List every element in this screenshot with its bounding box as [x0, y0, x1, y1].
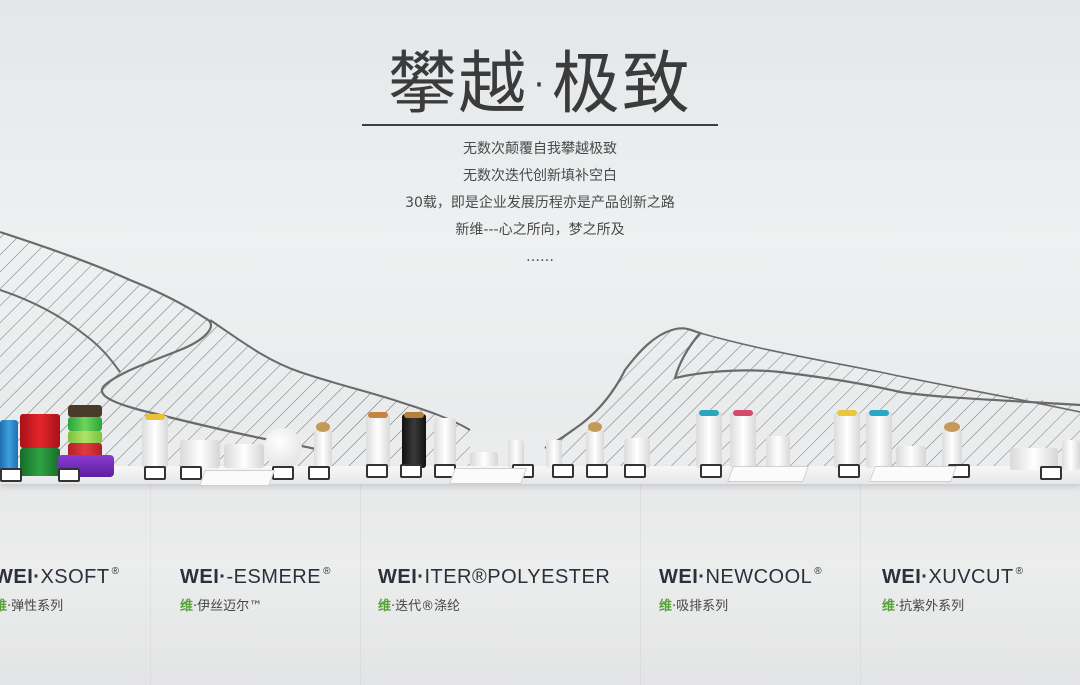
- yarn-spool-white: [896, 446, 926, 466]
- yarn-spool-red: [20, 414, 60, 476]
- yarn-spool-white: [224, 444, 264, 468]
- yarn-sample-small: [546, 440, 562, 468]
- yarn-spool-white: [834, 410, 860, 468]
- yarn-spool-white: [696, 410, 722, 468]
- brand-name: WEI·ITER®POLYESTER: [378, 566, 611, 588]
- label-tag: [552, 464, 574, 478]
- left-mountain-outline: [0, 289, 471, 431]
- label-tag: [144, 466, 166, 480]
- brand-xsoft: WEI·XSOFT® 维·弹性系列: [0, 566, 119, 614]
- yarn-spool-white: [730, 410, 756, 468]
- yarn-spool-white: [1010, 448, 1058, 470]
- poem-line-2: 无数次迭代创新填补空白: [463, 168, 617, 184]
- yarn-spool: [0, 420, 18, 472]
- brand-subtitle: 维·伊丝迈尔™: [180, 599, 263, 614]
- brand-name: WEI·XSOFT®: [0, 566, 120, 588]
- fabric-fold: [860, 484, 861, 685]
- label-tag: [586, 464, 608, 478]
- yarn-sample-display: [0, 405, 1080, 486]
- label-tag: [624, 464, 646, 478]
- yarn-spool-white: [314, 422, 332, 468]
- fabric-fold: [640, 484, 641, 685]
- brand-subtitle: 维·吸排系列: [659, 599, 729, 614]
- yarn-sample-small: [508, 440, 524, 468]
- fabric-fold: [360, 484, 361, 685]
- brand-xuvcut: WEI·XUVCUT® 维·抗紫外系列: [882, 566, 1024, 614]
- brand-name: WEI·NEWCOOL®: [659, 566, 823, 588]
- right-mountain-ridge: [544, 327, 1080, 449]
- info-card: [727, 466, 809, 482]
- yarn-spool-white: [142, 414, 168, 468]
- yarn-spool-white: [1062, 440, 1080, 470]
- display-table-front: [0, 484, 1080, 685]
- brand-subtitle: 维·抗紫外系列: [882, 599, 965, 614]
- label-tag: [400, 464, 422, 478]
- yarn-spool-white: [942, 422, 962, 468]
- label-tag: [180, 466, 202, 480]
- headline-poem: 无数次颠覆自我攀越极致 无数次迭代创新填补空白 30载，即是企业发展历程亦是产品…: [362, 136, 718, 271]
- label-tag: [0, 468, 22, 482]
- yarn-spool-black: [402, 412, 426, 468]
- fiber-ball: [264, 428, 302, 468]
- poem-line-3: 30载，即是企业发展历程亦是产品创新之路: [405, 195, 675, 211]
- label-tag: [58, 468, 80, 482]
- brand-iter-polyester: WEI·ITER®POLYESTER 维·迭代®涤纶: [378, 566, 612, 614]
- label-tag: [838, 464, 860, 478]
- yarn-spool-white: [866, 410, 892, 468]
- info-card: [199, 470, 275, 486]
- poem-line-4: 新维---心之所向，梦之所及: [455, 222, 625, 238]
- yarn-spool-white: [624, 438, 650, 468]
- label-tag: [308, 466, 330, 480]
- yarn-spool-white: [766, 436, 790, 468]
- label-tag: [1040, 466, 1062, 480]
- yarn-spool-white: [586, 422, 604, 468]
- yarn-spool-white: [180, 440, 220, 468]
- poem-line-5: ……: [526, 249, 554, 265]
- brand-subtitle: 维·弹性系列: [0, 599, 64, 614]
- brand-name: WEI·-ESMERE®: [180, 566, 331, 588]
- yarn-spool-white: [366, 412, 390, 468]
- yarn-spool-white: [434, 418, 456, 468]
- label-tag: [700, 464, 722, 478]
- fabric-fold: [150, 484, 151, 685]
- brand-name: WEI·XUVCUT®: [882, 566, 1024, 588]
- brand-subtitle: 维·迭代®涤纶: [378, 599, 461, 614]
- info-card: [449, 468, 527, 484]
- label-tag: [272, 466, 294, 480]
- left-mountain-ridge: [0, 230, 331, 456]
- right-mountain-outline: [699, 332, 1080, 413]
- label-tag: [366, 464, 388, 478]
- brand-newcool: WEI·NEWCOOL® 维·吸排系列: [659, 566, 822, 614]
- poem-line-1: 无数次颠覆自我攀越极致: [463, 141, 617, 157]
- headline-title: 攀越·极致: [388, 45, 692, 124]
- brand-esmere: WEI·-ESMERE® 维·伊丝迈尔™: [180, 566, 331, 614]
- title-divider: [362, 124, 718, 126]
- info-card: [869, 466, 957, 482]
- yarn-sample-small: [470, 452, 498, 466]
